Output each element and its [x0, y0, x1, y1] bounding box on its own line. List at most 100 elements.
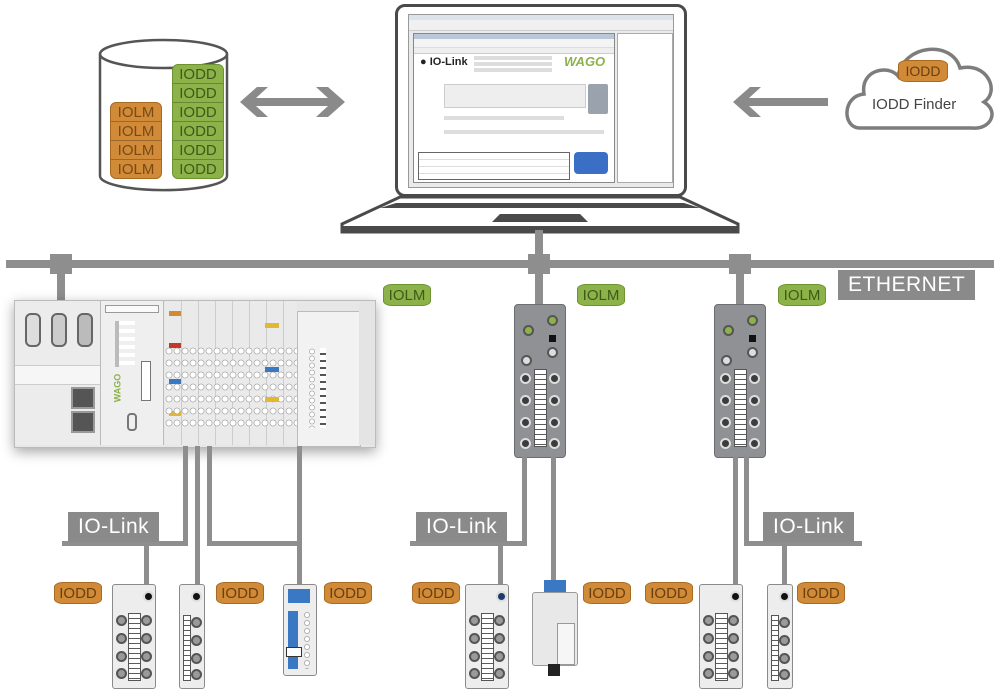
- io-link-label-2: IO-Link: [416, 512, 508, 542]
- m12-port: [494, 615, 505, 626]
- m12-port: [703, 633, 714, 644]
- iodd-disk-device-6: IODD: [645, 582, 693, 604]
- io-link-cable: [782, 541, 787, 585]
- led-strip: [715, 613, 728, 681]
- iodd-disk: IODD: [173, 84, 223, 103]
- io-link-power-supply: [532, 580, 578, 678]
- field-row: [474, 68, 552, 72]
- field-row: [444, 130, 604, 134]
- device-photo: [588, 84, 608, 114]
- io-link-cable: [297, 446, 302, 586]
- io-link-hub-5: [767, 584, 793, 689]
- m12-port: [520, 395, 531, 406]
- led-strip: [734, 369, 747, 447]
- led-strip: [534, 369, 547, 447]
- m12-port: [549, 438, 560, 449]
- io-link-cable: [551, 456, 556, 580]
- io-link-port: [143, 591, 154, 602]
- m12-port: [728, 615, 739, 626]
- iodd-disk: IODD: [898, 60, 948, 82]
- m12-port: [494, 633, 505, 644]
- io-link-cable: [498, 541, 503, 585]
- iodd-disk: IODD: [173, 103, 223, 122]
- io-link-cable: [744, 456, 749, 546]
- io-link-hub-3: [465, 584, 509, 689]
- m12-port: [549, 373, 560, 384]
- wago-logo: WAGO: [564, 54, 606, 69]
- m12-port: [549, 395, 560, 406]
- m12-port: [116, 651, 127, 662]
- iodd-disk-device-5: IODD: [583, 582, 631, 604]
- sd-card-slot: [141, 361, 151, 401]
- master1-drop-line: [535, 268, 543, 306]
- iodd-disk-device-7: IODD: [797, 582, 845, 604]
- m12-port: [749, 438, 760, 449]
- m12-port: [728, 668, 739, 679]
- led-strip: [183, 615, 191, 681]
- cloud-icon: [845, 47, 994, 130]
- m12-port: [703, 668, 714, 679]
- iolm-disk: IOLM: [111, 103, 161, 122]
- database-cylinder: IOLM IOLM IOLM IOLM IODD IODD IODD IODD …: [97, 36, 230, 196]
- junction: [729, 254, 751, 274]
- io-link-hub-2: [179, 584, 205, 689]
- iodd-disk-device-3: IODD: [324, 582, 372, 604]
- m12-port: [116, 615, 127, 626]
- m12-port: [549, 417, 560, 428]
- iolm-disk-master-1: IOLM: [577, 284, 625, 306]
- iolm-disk: IOLM: [117, 160, 155, 178]
- m12-port: [116, 633, 127, 644]
- iodd-disk: IODD: [173, 141, 223, 160]
- io-link-label-1: IO-Link: [68, 512, 160, 542]
- ethernet-backbone: [6, 260, 994, 268]
- io-link-port: [730, 591, 741, 602]
- bidirectional-arrow-icon: [240, 87, 345, 117]
- app-window: ● IO-Link WAGO: [413, 33, 615, 183]
- io-link-terminal-module: [283, 584, 317, 676]
- left-arrow-icon: [733, 87, 828, 117]
- led-strip: [771, 615, 779, 681]
- m12-port: [720, 417, 731, 428]
- m12-port: [141, 668, 152, 679]
- plc-cpu: WAGO: [101, 301, 164, 445]
- m12-port: [721, 355, 732, 366]
- iodd-disk-device-4: IODD: [412, 582, 460, 604]
- iodd-finder-cloud: IODD IODD Finder: [840, 30, 1000, 140]
- laptop-base: [340, 195, 740, 234]
- ethernet-label: ETHERNET: [838, 270, 976, 300]
- sub-d-connector: [77, 313, 93, 347]
- m12-port: [720, 395, 731, 406]
- mode-switch: [127, 413, 137, 431]
- m12-port: [720, 373, 731, 384]
- io-link-connector: [544, 580, 566, 592]
- io-link-hub-4: [699, 584, 743, 689]
- io-link-cable: [207, 446, 212, 546]
- m12-port: [116, 668, 127, 679]
- m12-port: [469, 615, 480, 626]
- io-link-hub-1: [112, 584, 156, 689]
- iodd-disk: IODD: [173, 122, 223, 141]
- iodd-disk: IODD: [173, 65, 223, 84]
- connector-photo: [574, 152, 608, 174]
- sub-d-connector: [51, 313, 67, 347]
- junction: [528, 254, 550, 274]
- io-link-label-3: IO-Link: [763, 512, 855, 542]
- m12-port: [547, 347, 558, 358]
- iodd-stack: IODD IODD IODD IODD IODD IODD: [172, 64, 224, 179]
- io-link-cable: [195, 446, 200, 586]
- m12-port: [723, 325, 734, 336]
- m12-port: [521, 355, 532, 366]
- end-module: [359, 301, 375, 445]
- rj45-port: [71, 411, 95, 433]
- m12-port: [520, 438, 531, 449]
- io-link-cable: [62, 541, 188, 546]
- m12-port: [779, 653, 790, 664]
- m12-port: [191, 653, 202, 664]
- io-link-master-module: [297, 311, 361, 447]
- description-area: [444, 84, 586, 108]
- m12-port: [703, 615, 714, 626]
- m12-port: [523, 325, 534, 336]
- m12-port: [469, 651, 480, 662]
- iolm-disk: IOLM: [111, 122, 161, 141]
- m12-port: [747, 315, 758, 326]
